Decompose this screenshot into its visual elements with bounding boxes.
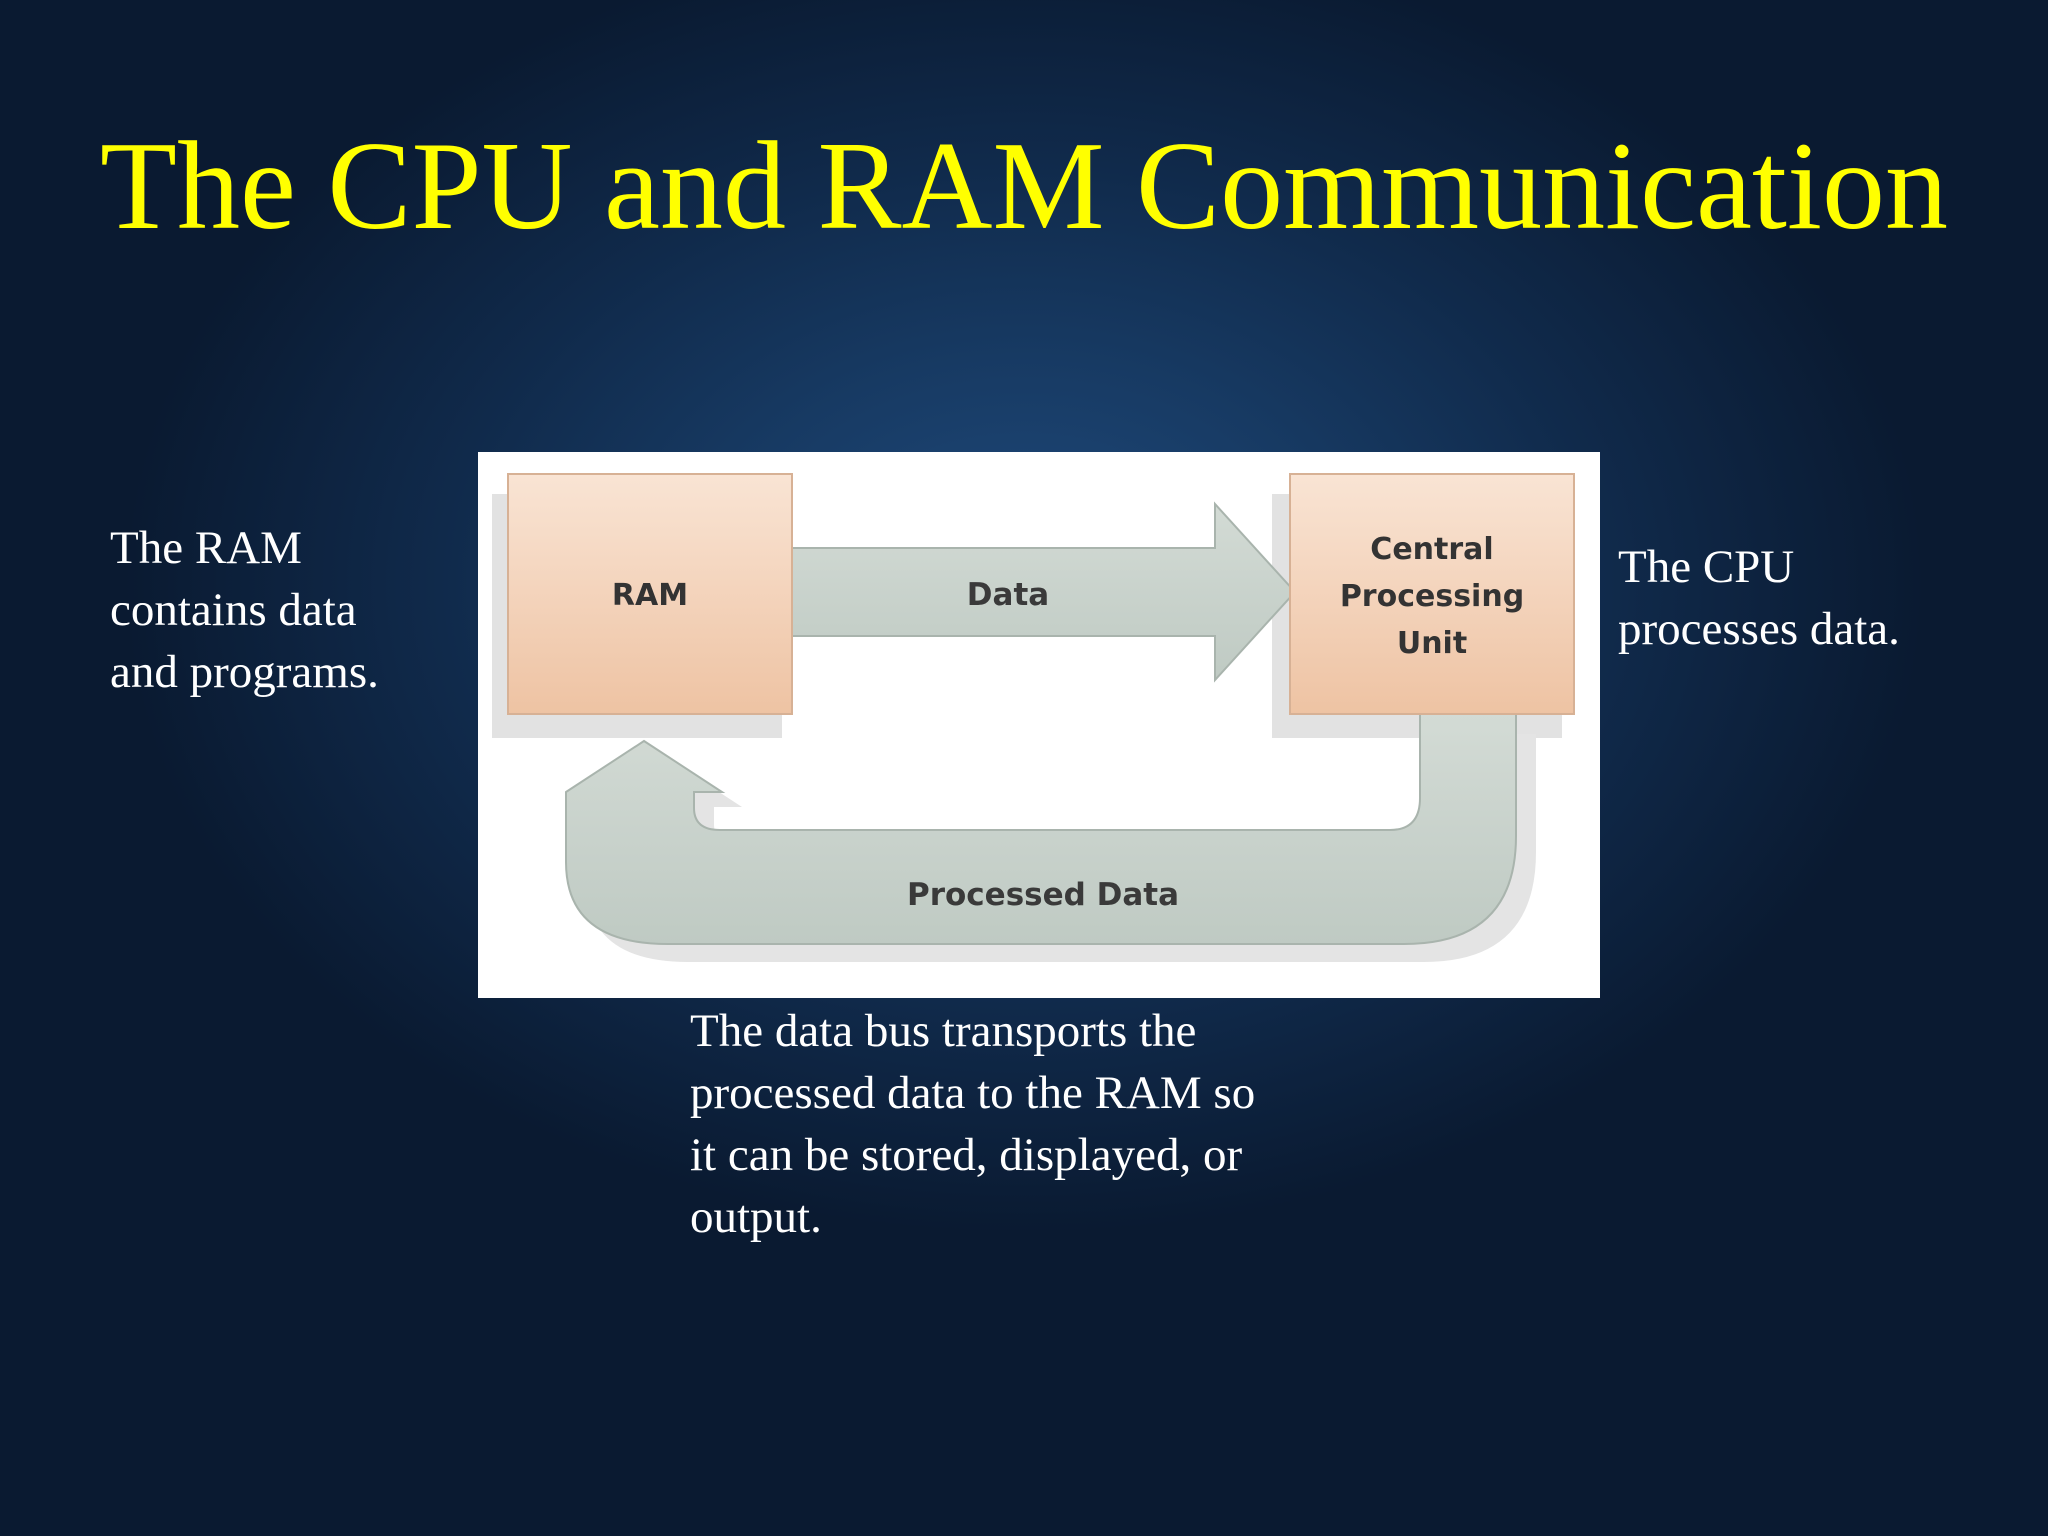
cpu-box-label-line-1: Central [1370,532,1493,567]
cpu-box-label-line-2: Processing [1340,579,1524,614]
ram-box [507,473,793,715]
processed-data-arrow [565,713,1517,945]
data-arrow-label: Data [967,577,1049,613]
slide-title: The CPU and RAM Communication [100,117,1948,256]
processed-data-arrow-label: Processed Data [907,877,1179,913]
ram-caption: The RAM contains data and programs. [110,522,379,698]
ram-box-label: RAM [612,578,688,613]
cpu-box-label-line-3: Unit [1397,626,1467,661]
cpu-ram-diagram: RAM Central Processing Unit Data Process… [478,452,1600,998]
cpu-caption: The CPU processes data. [1618,541,1900,655]
data-arrow [787,501,1297,683]
diagram-canvas: RAM Central Processing Unit Data Process… [492,473,1575,962]
bus-caption: The data bus transports the processed da… [690,1005,1256,1243]
cpu-box [1289,473,1575,715]
